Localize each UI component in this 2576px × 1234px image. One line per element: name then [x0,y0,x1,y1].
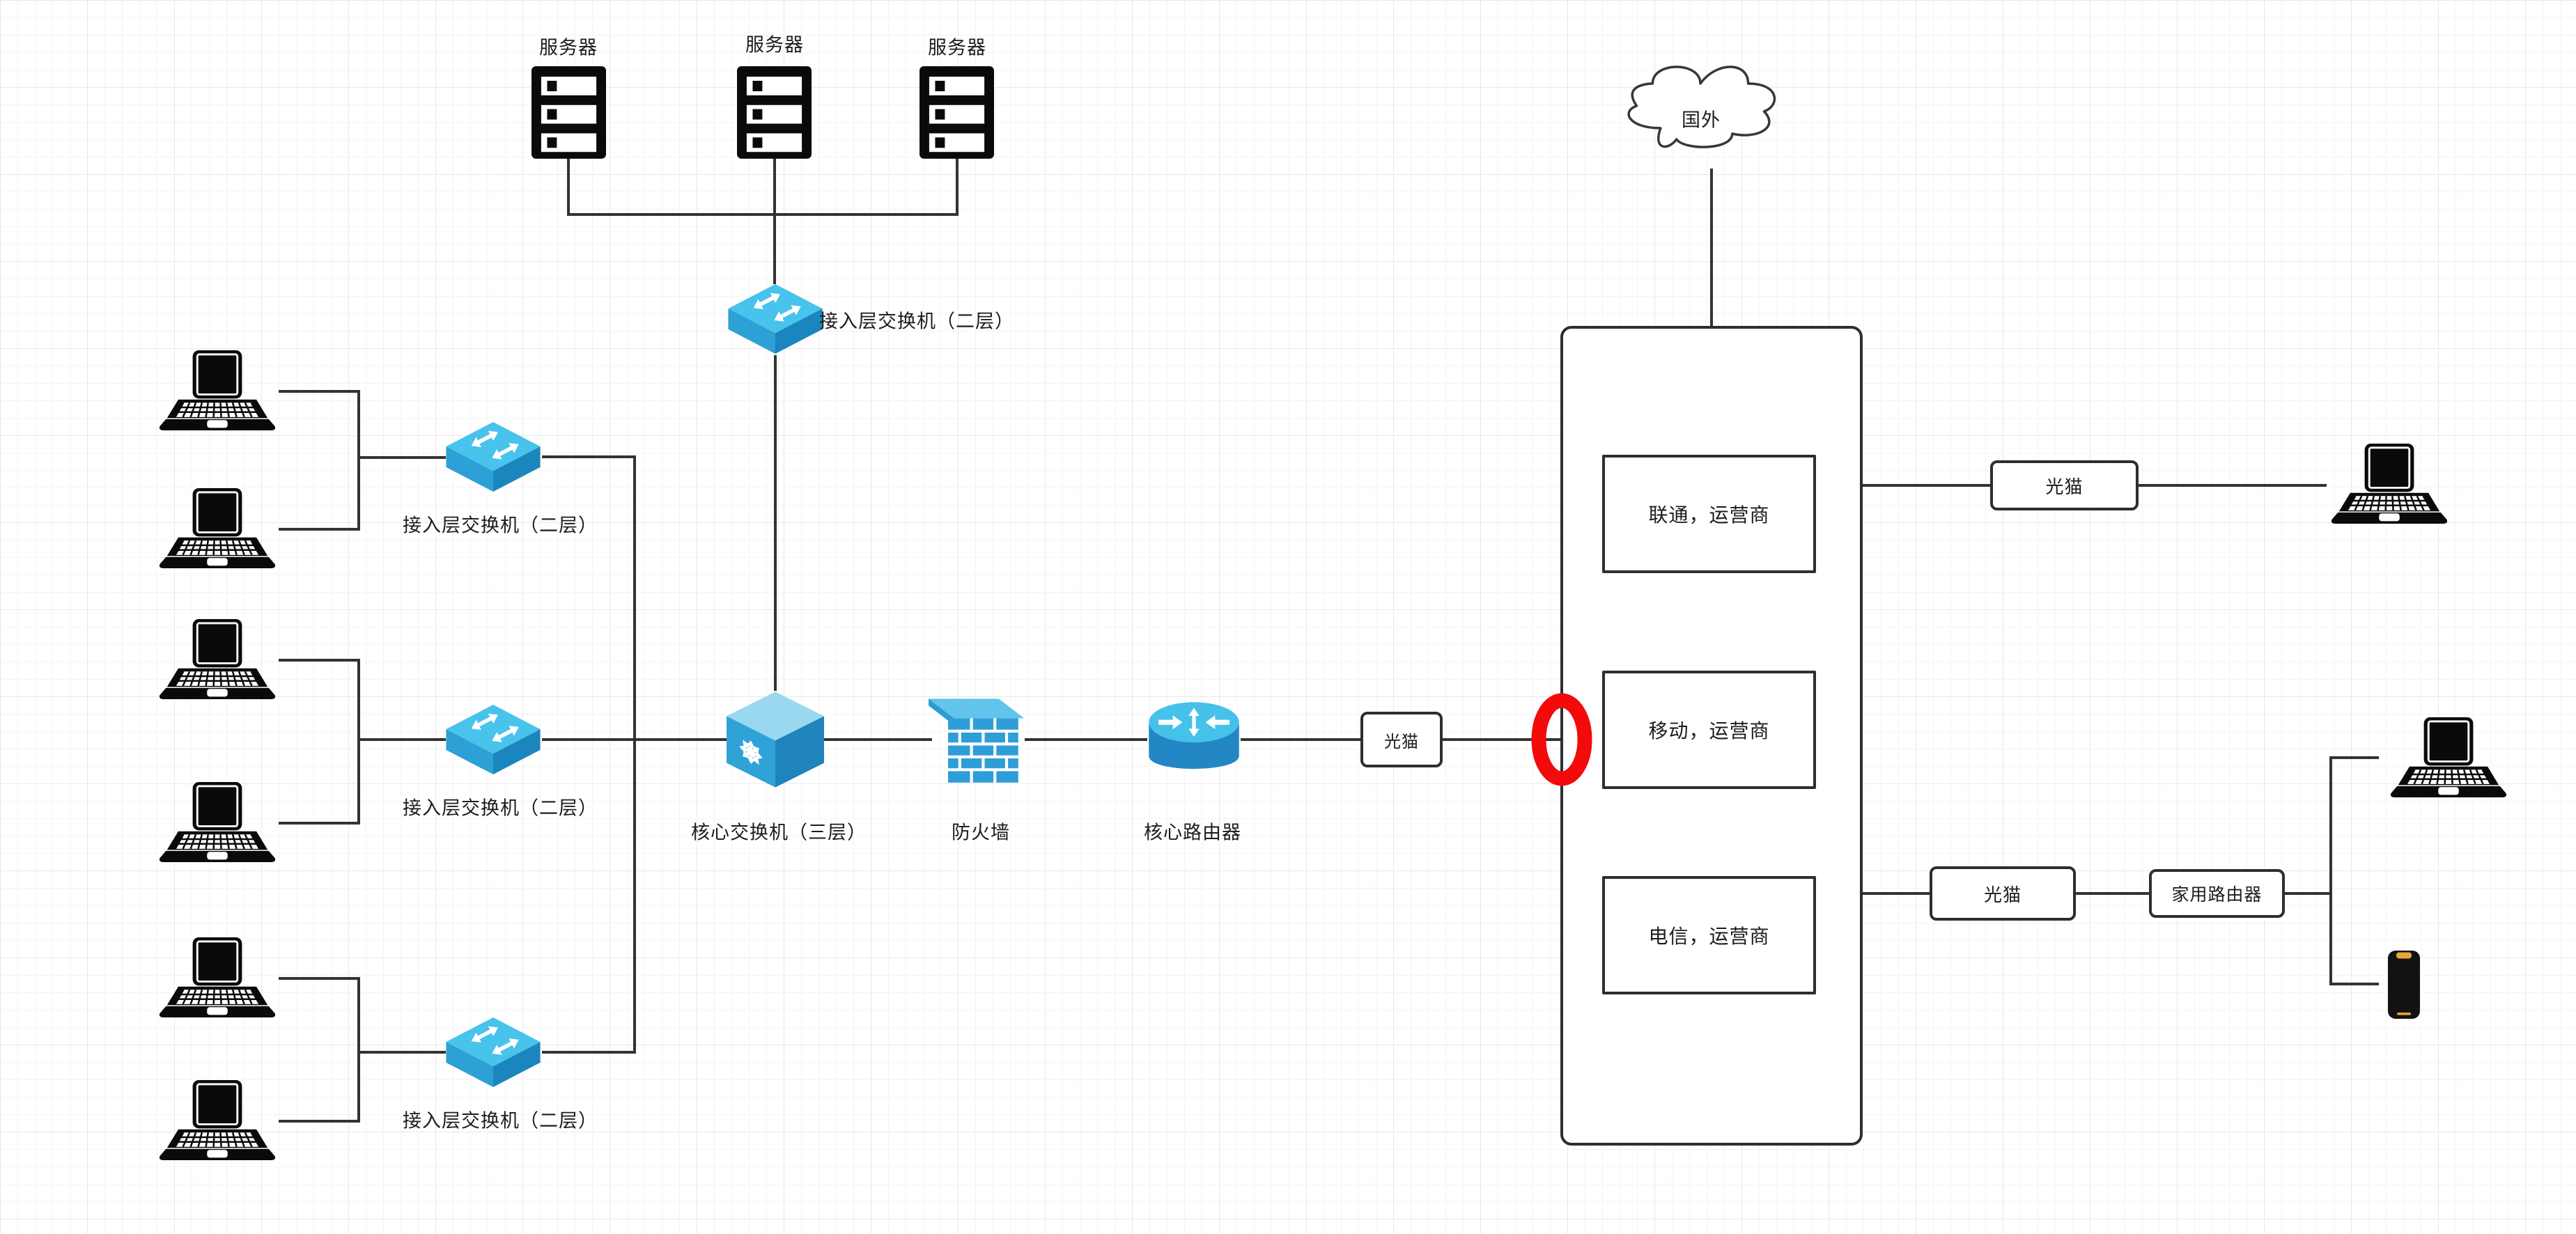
carrier-box-unicom: 联通，运营商 [1602,455,1816,573]
access-switch-label: 接入层交换机（二层） [403,1110,598,1132]
access-switch-label: 接入层交换机（二层） [819,311,1014,332]
server-label: 服务器 [928,37,986,58]
carrier-telecom-label: 电信，运营商 [1648,926,1770,947]
access-switch-label: 接入层交换机（二层） [403,515,598,536]
modem-label: 光猫 [1983,884,2022,905]
carrier-box-telecom: 电信，运营商 [1602,876,1816,994]
carrier-mobile-label: 移动，运营商 [1648,720,1770,742]
modem-box-bottom-right: 光猫 [1930,866,2076,921]
modem-box-top-right: 光猫 [1990,460,2139,510]
server-label: 服务器 [745,34,804,56]
home-router-label: 家用路由器 [2171,885,2263,905]
modem-label: 光猫 [2045,476,2084,497]
firewall-label: 防火墙 [952,822,1010,843]
modem-box-core: 光猫 [1360,712,1443,767]
carrier-box-mobile: 移动，运营商 [1602,671,1816,789]
access-switch-label: 接入层交换机（二层） [403,797,598,819]
modem-label: 光猫 [1384,732,1419,751]
core-switch-label: 核心交换机（三层） [691,822,867,843]
red-ring-marker [1531,693,1592,786]
carrier-unicom-label: 联通，运营商 [1648,504,1770,526]
core-router-label: 核心路由器 [1144,822,1241,843]
cloud-label: 国外 [1682,109,1721,131]
home-router-box: 家用路由器 [2149,869,2285,918]
server-label: 服务器 [539,37,598,58]
